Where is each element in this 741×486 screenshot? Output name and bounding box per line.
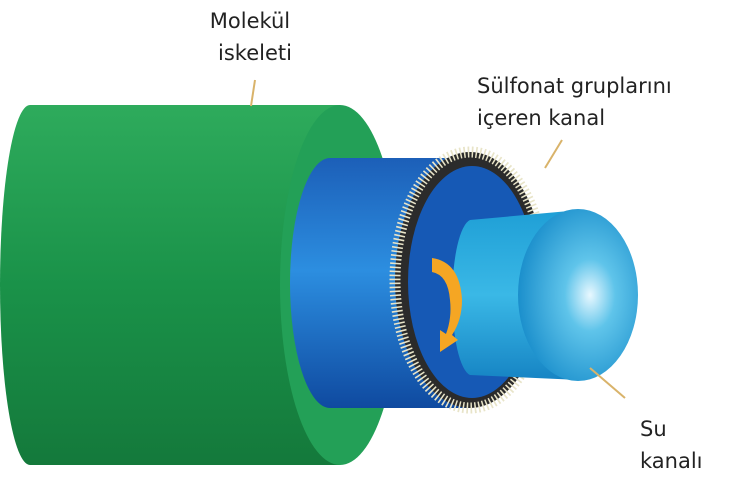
water-channel-label: Su kanalı: [640, 413, 703, 477]
backbone-label-line2: iskeleti: [218, 41, 292, 65]
rotation-arrow-icon: [432, 258, 462, 352]
water-label-line1: Su: [640, 417, 667, 441]
water-label-line2: kanalı: [640, 449, 703, 473]
backbone-label-line1: Molekül: [209, 9, 291, 33]
water-channel-cap: [518, 209, 638, 381]
sulfonate-channel-label: Sülfonat gruplarını içeren kanal: [477, 70, 672, 134]
water-channel-cylinder: [452, 209, 638, 381]
water-leader-line: [589, 367, 626, 399]
sulfonate-label-line2: içeren kanal: [477, 106, 606, 130]
leader-lines: [250, 79, 626, 399]
backbone-label: Molekül iskeleti: [208, 5, 292, 69]
backbone-leader-line: [250, 79, 256, 107]
sulfonate-leader-line: [544, 139, 563, 169]
sulfonate-label-line1: Sülfonat gruplarını: [477, 74, 672, 98]
